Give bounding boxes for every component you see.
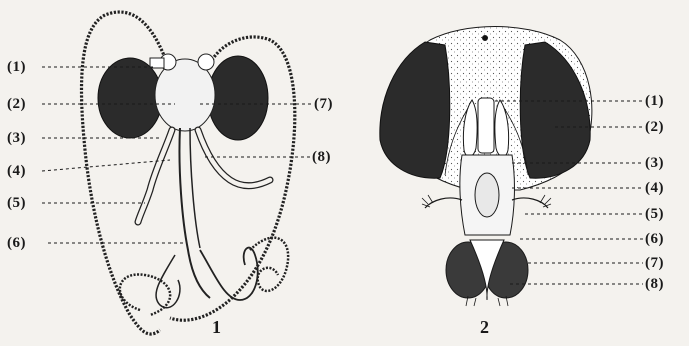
figure2-drawing bbox=[380, 27, 592, 307]
fig2-label-8: (8) bbox=[645, 277, 664, 292]
fig1-left-eye bbox=[98, 58, 162, 138]
fig2-label-5: (5) bbox=[645, 207, 664, 222]
fig1-label-2: (2) bbox=[7, 97, 26, 112]
fig1-label-3: (3) bbox=[7, 131, 26, 146]
fig2-label-6: (6) bbox=[645, 232, 664, 247]
fig2-label-7: (7) bbox=[645, 256, 664, 271]
figure2-number: 2 bbox=[480, 318, 489, 336]
fig2-left-eye bbox=[380, 42, 450, 178]
fig2-label-3: (3) bbox=[645, 156, 664, 171]
figure1-number: 1 bbox=[212, 318, 221, 336]
fig2-label-1: (1) bbox=[645, 94, 664, 109]
fig2-ocellus bbox=[483, 36, 488, 41]
fig1-right-eye bbox=[208, 56, 268, 140]
fig2-label-4: (4) bbox=[645, 181, 664, 196]
fig1-label-6: (6) bbox=[7, 236, 26, 251]
figure1-drawing bbox=[82, 12, 295, 334]
fig1-antenna-loop bbox=[120, 274, 170, 315]
fig1-antenna-base-right bbox=[198, 54, 214, 70]
fig1-label-8: (8) bbox=[312, 150, 331, 165]
fig1-label-1: (1) bbox=[7, 60, 26, 75]
fig2-label-2: (2) bbox=[645, 120, 664, 135]
fig1-label-7: (7) bbox=[314, 97, 333, 112]
fig1-stylets bbox=[200, 248, 258, 300]
fig1-label-4: (4) bbox=[7, 164, 26, 179]
fig1-label-5: (5) bbox=[7, 196, 26, 211]
